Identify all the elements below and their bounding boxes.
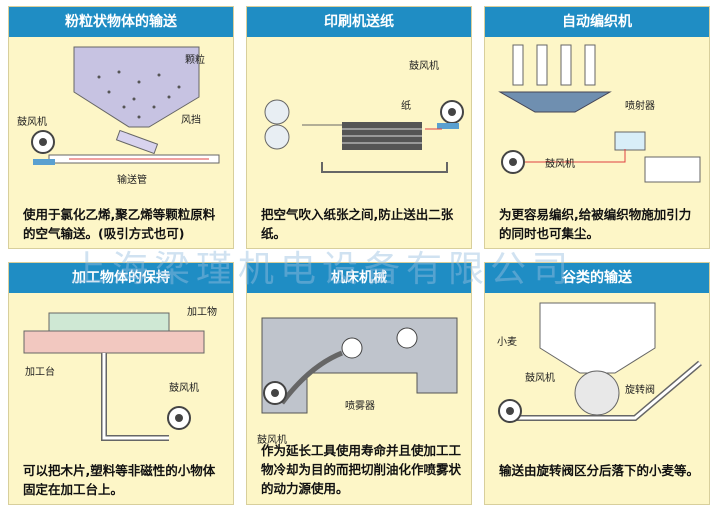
label-rotary-valve: 旋转阀 — [625, 383, 655, 396]
knitting-machine-diagram: 喷射器 鼓风机 — [498, 44, 701, 183]
panel-machine-tool: 机床机械 鼓风机 喷雾器 作为延长工具使用寿命并且使加工工物冷却为目的而把切削油… — [246, 262, 472, 505]
printer-feed-diagram: 鼓风机 纸 — [264, 59, 464, 173]
panel-granular-transport: 粉粒状物体的输送 颗粒 风挡 鼓风机 输送管 使用于氯化乙烯,聚乙烯等颗粒原料的… — [8, 6, 234, 249]
label-blower: 鼓风机 — [169, 381, 199, 394]
label-baffle: 风挡 — [181, 113, 201, 126]
label-blower: 鼓风机 — [525, 371, 555, 384]
panel-caption: 输送由旋转阀区分后落下的小麦等。 — [499, 463, 700, 478]
label-workpiece: 加工物 — [187, 305, 217, 318]
label-granules: 颗粒 — [185, 53, 205, 66]
panel-caption: 可以把木片,塑料等非磁性的小物体固定在加工台上。 — [23, 463, 216, 497]
panel-workpiece-holding: 加工物体的保持 加工物 加工台 鼓风机 可以把木片,塑料等非磁性的小物体固定在加… — [8, 262, 234, 505]
panel-title: 自动编织机 — [485, 7, 709, 37]
grain-transport-diagram: 小麦 鼓风机 旋转阀 — [497, 302, 702, 423]
label-atomizer: 喷雾器 — [345, 400, 375, 412]
label-table: 加工台 — [25, 365, 55, 378]
label-blower: 鼓风机 — [257, 433, 287, 446]
panel-knitting-machine: 自动编织机 喷射器 鼓风机 为更容易编织,给被编织物施加引力的同时也可集尘。 — [484, 6, 710, 249]
granular-transport-diagram: 颗粒 风挡 鼓风机 输送管 — [17, 46, 220, 186]
label-blower: 鼓风机 — [545, 157, 575, 170]
machine-tool-diagram: 鼓风机 喷雾器 — [257, 317, 458, 446]
panel-title: 机床机械 — [247, 263, 471, 293]
label-paper: 纸 — [401, 99, 411, 112]
panel-caption: 作为延长工具使用寿命并且使加工工物冷却为目的而把切削油化作喷雾状的动力源使用。 — [261, 443, 462, 496]
label-wheat: 小麦 — [497, 336, 517, 348]
workpiece-holding-diagram: 加工物 加工台 鼓风机 — [23, 305, 217, 441]
panel-title: 粉粒状物体的输送 — [9, 7, 233, 37]
panel-grain-transport: 谷类的输送 小麦 鼓风机 旋转阀 输送由旋转阀区分后落下的小麦等。 — [484, 262, 710, 505]
label-pipe: 输送管 — [117, 173, 147, 186]
panel-printer-feed: 印刷机送纸 鼓风机 纸 把空气吹入纸张之间,防止送出二张纸。 — [246, 6, 472, 249]
panel-title: 印刷机送纸 — [247, 7, 471, 37]
panel-title: 谷类的输送 — [485, 263, 709, 293]
label-blower: 鼓风机 — [17, 115, 47, 128]
panel-caption: 使用于氯化乙烯,聚乙烯等颗粒原料的空气输送。(吸引方式也可) — [23, 207, 216, 241]
panel-caption: 把空气吹入纸张之间,防止送出二张纸。 — [261, 207, 454, 241]
label-sprayer: 喷射器 — [625, 100, 655, 112]
panel-caption: 为更容易编织,给被编织物施加引力的同时也可集尘。 — [499, 207, 692, 241]
panel-title: 加工物体的保持 — [9, 263, 233, 293]
label-blower: 鼓风机 — [409, 59, 439, 72]
